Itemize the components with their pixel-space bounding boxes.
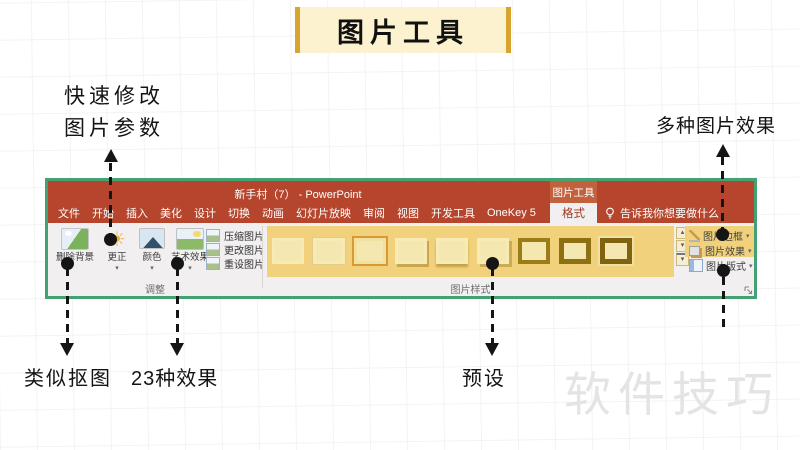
ribbon-tab-row: 文件 开始 插入 美化 设计 切换 动画 幻灯片放映 审阅 视图 开发工具 On… bbox=[58, 203, 536, 223]
picture-styles-group-label: 图片样式 bbox=[450, 285, 491, 296]
window-title: 新手村（7） - PowerPoint bbox=[234, 189, 362, 201]
compress-pictures-label: 压缩图片 bbox=[224, 232, 264, 243]
color-button[interactable]: 颜色 ▾ bbox=[136, 227, 168, 272]
chevron-down-icon: ▾ bbox=[115, 265, 119, 272]
dashed-line-effects bbox=[721, 157, 724, 229]
ribbon-content: 删除背景 ☀ 更正 ▾ 颜色 ▾ 艺术效果 ▾ 压缩图片 bbox=[48, 223, 754, 296]
tab-slideshow[interactable]: 幻灯片放映 bbox=[296, 208, 351, 220]
picture-effects-icon bbox=[689, 245, 700, 256]
reset-picture-icon bbox=[206, 257, 220, 270]
picture-style-thumbnail[interactable] bbox=[272, 238, 304, 264]
callout-quick-edit-line2: 图片参数 bbox=[64, 117, 164, 140]
picture-style-thumbnail[interactable] bbox=[312, 237, 346, 265]
picture-effects-button[interactable]: 图片效果 ▾ bbox=[689, 243, 752, 258]
tell-me-label: 告诉我你想要做什么 bbox=[620, 208, 719, 220]
tab-beautify[interactable]: 美化 bbox=[160, 208, 182, 220]
callout-quick-edit-line1: 快速修改 bbox=[64, 85, 164, 108]
arrow-up-effects bbox=[716, 144, 730, 157]
compress-pictures-button[interactable]: 压缩图片 bbox=[206, 228, 264, 243]
arrow-down-preset bbox=[485, 343, 499, 356]
artistic-effects-label: 艺术效果 bbox=[170, 252, 209, 263]
tab-insert[interactable]: 插入 bbox=[126, 208, 148, 220]
tab-onekey[interactable]: OneKey 5 bbox=[487, 207, 536, 219]
dashed-line-artistic bbox=[176, 268, 179, 344]
ribbon-screenshot: 新手村（7） - PowerPoint 图片工具 文件 开始 插入 美化 设计 … bbox=[45, 178, 757, 299]
color-label: 颜色 bbox=[142, 252, 162, 263]
chevron-down-icon: ▾ bbox=[749, 262, 753, 270]
page-title: 图片工具 bbox=[337, 17, 469, 48]
picture-style-thumbnail-selected[interactable] bbox=[352, 236, 388, 266]
remove-background-icon bbox=[61, 227, 89, 250]
dashed-line-picture-layout bbox=[722, 277, 725, 332]
tab-animations[interactable]: 动画 bbox=[262, 208, 284, 220]
callout-23-effects: 23种效果 bbox=[131, 368, 219, 390]
dot-picture-layout bbox=[717, 264, 730, 277]
dot-picture-border bbox=[716, 228, 729, 241]
picture-style-thumbnail[interactable] bbox=[518, 238, 550, 264]
picture-style-thumbnail[interactable] bbox=[436, 238, 468, 264]
picture-style-thumbnail[interactable] bbox=[598, 236, 634, 266]
picture-effects-label: 图片效果 bbox=[705, 247, 745, 258]
corrections-label: 更正 bbox=[107, 252, 127, 263]
dashed-line-corrections bbox=[109, 163, 112, 237]
tab-design[interactable]: 设计 bbox=[194, 208, 216, 220]
change-picture-icon bbox=[206, 243, 220, 256]
chevron-down-icon: ▾ bbox=[188, 265, 192, 272]
tab-transitions[interactable]: 切换 bbox=[228, 208, 250, 220]
compress-pictures-icon bbox=[206, 229, 220, 242]
dot-corrections bbox=[104, 233, 117, 246]
title-banner: 图片工具 bbox=[295, 7, 511, 53]
lightbulb-icon bbox=[606, 207, 614, 219]
picture-style-thumbnail[interactable] bbox=[395, 238, 427, 264]
adjust-group-label: 调整 bbox=[145, 285, 165, 296]
arrow-down-cutout bbox=[60, 343, 74, 356]
tell-me-box[interactable]: 告诉我你想要做什么 bbox=[605, 203, 719, 223]
group-divider bbox=[262, 226, 263, 288]
callout-preset: 预设 bbox=[462, 368, 506, 390]
chevron-down-icon: ▾ bbox=[748, 247, 752, 255]
ribbon-title-bar: 新手村（7） - PowerPoint 图片工具 文件 开始 插入 美化 设计 … bbox=[48, 181, 754, 223]
arrow-up-corrections bbox=[104, 149, 118, 162]
dashed-line-preset bbox=[491, 268, 494, 344]
picture-layout-icon bbox=[689, 259, 703, 272]
chevron-down-icon: ▾ bbox=[150, 265, 154, 272]
remove-background-button[interactable]: 删除背景 bbox=[52, 227, 98, 264]
picture-style-thumbnail[interactable] bbox=[559, 238, 591, 264]
dot-styles-gallery bbox=[486, 257, 499, 270]
dot-artistic bbox=[171, 257, 184, 270]
dialog-launcher-icon bbox=[744, 286, 753, 295]
change-picture-button[interactable]: 更改图片 bbox=[206, 242, 264, 257]
dashed-line-remove-bg bbox=[66, 268, 69, 344]
contextual-tab-group-label: 图片工具 bbox=[550, 181, 597, 203]
tab-home[interactable]: 开始 bbox=[92, 208, 114, 220]
callout-cutout: 类似抠图 bbox=[24, 368, 112, 390]
artistic-effects-button[interactable]: 艺术效果 ▾ bbox=[170, 227, 210, 272]
arrow-down-23-effects bbox=[170, 343, 184, 356]
tab-view[interactable]: 视图 bbox=[397, 208, 419, 220]
tab-format-active[interactable]: 格式 bbox=[550, 203, 597, 223]
dialog-launcher-button[interactable] bbox=[744, 282, 753, 300]
remove-background-label: 删除背景 bbox=[55, 252, 94, 263]
picture-style-thumbnails bbox=[272, 232, 634, 270]
picture-border-icon bbox=[689, 229, 700, 242]
color-icon bbox=[139, 227, 165, 250]
dot-remove-bg bbox=[61, 257, 74, 270]
tab-developer[interactable]: 开发工具 bbox=[431, 208, 475, 220]
picture-styles-gallery-highlight bbox=[267, 226, 674, 277]
artistic-effects-icon bbox=[176, 227, 204, 250]
chevron-down-icon: ▾ bbox=[746, 232, 750, 240]
tab-file[interactable]: 文件 bbox=[58, 208, 80, 220]
watermark-text: 软件技巧 bbox=[564, 368, 780, 421]
reset-picture-label: 重设图片 bbox=[224, 260, 264, 271]
change-picture-label: 更改图片 bbox=[224, 246, 264, 257]
callout-many-effects: 多种图片效果 bbox=[656, 116, 777, 137]
tab-review[interactable]: 审阅 bbox=[363, 208, 385, 220]
